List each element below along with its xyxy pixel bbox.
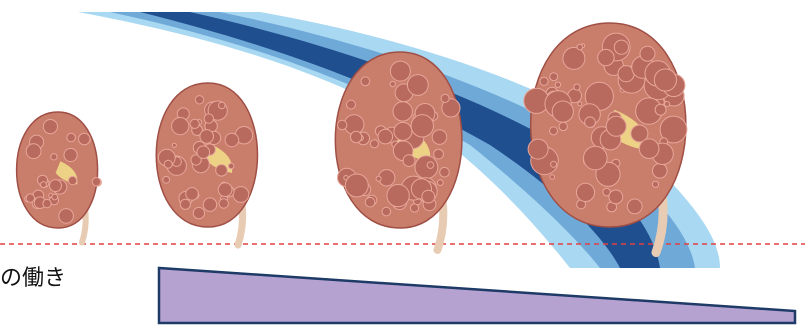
kidney-stage-4-cyst [555, 82, 560, 87]
kidney-stage-2-cyst [219, 102, 226, 109]
kidney-stage-2 [156, 83, 257, 245]
kidney-stage-3-cyst [345, 174, 368, 197]
kidney-stage-3-cyst [370, 140, 378, 148]
kidney-stage-1-cyst [92, 178, 100, 186]
kidney-stage-3-cyst [347, 100, 356, 109]
kidney-stage-1-cyst [64, 148, 77, 161]
kidney-stage-4-cyst [665, 102, 670, 107]
kidney-stage-4-cyst [577, 44, 583, 50]
kidney-stage-3-cyst [407, 75, 428, 96]
kidney-stage-3-cyst [361, 77, 370, 86]
kidney-stage-2-cyst [228, 163, 234, 169]
kidney-stage-4-cyst [550, 175, 555, 180]
kidney-stage-4-cyst [576, 183, 594, 201]
kidney-stage-4-cyst [585, 117, 596, 128]
kidney-stage-1-cyst [26, 194, 34, 202]
kidney-stage-3-cyst [432, 130, 447, 145]
kidney-stage-3-cyst [427, 162, 434, 169]
kidney-stage-3-cyst [411, 115, 433, 137]
kidney-stage-4-cyst [552, 101, 573, 122]
kidney-stage-3-cyst [365, 197, 375, 207]
kidney-stage-2-cyst [193, 207, 204, 218]
kidney-stage-4-cyst [598, 49, 614, 65]
kidney-stage-3-cyst [350, 131, 361, 142]
kidney-stage-3-cyst [415, 156, 438, 179]
kidney-stage-4-cyst [550, 73, 558, 81]
kidney-stage-3-cyst [338, 120, 347, 129]
kidney-stage-3-cyst [440, 167, 450, 177]
kidney-stage-2-cyst [216, 165, 228, 177]
kidney-stage-2-cyst [197, 146, 210, 159]
kidney-stage-3-cyst [387, 184, 409, 206]
kidney-stage-1-cyst [43, 199, 51, 207]
kidney-stage-4-cyst [550, 127, 558, 135]
kidney-stage-2-cyst [219, 199, 228, 208]
kidney-stage-3-cyst [410, 204, 418, 212]
kidney-stage-2-cyst [233, 187, 249, 203]
kidney-stage-3-cyst [378, 129, 393, 144]
kidney-stage-4-cyst [551, 161, 557, 167]
kidney-stage-2-cyst [164, 160, 172, 168]
kidney-stage-4-cyst [640, 46, 655, 61]
kidney-stage-4-cyst [609, 190, 623, 204]
kidney-stage-2-cyst [203, 198, 216, 211]
kidney-stage-1-cyst [67, 133, 76, 142]
kidney-stage-1-cyst [43, 120, 57, 134]
kidney-stage-1-cyst [26, 144, 41, 159]
kidney-stage-4-cyst [540, 77, 548, 85]
kidney-stage-2-cyst [172, 143, 176, 147]
kidney-stage-2-cyst [190, 119, 199, 128]
kidney-stage-1-cyst [50, 180, 62, 192]
kidney-stage-3-cyst [390, 61, 410, 81]
kidney-stage-3-cyst [394, 122, 412, 140]
kidney-stage-1 [17, 112, 102, 243]
kidney-stage-4-cyst [528, 139, 548, 159]
kidney-stage-2-cyst [195, 96, 203, 104]
kidney-stage-3-cyst [434, 149, 444, 159]
kidney-stage-2-cyst [163, 176, 170, 183]
function-label: の働き [0, 260, 66, 292]
kidney-stage-2-cyst [218, 183, 232, 197]
kidney-stage-4-cyst [614, 40, 628, 54]
kidney-stage-1-cyst [68, 176, 76, 184]
kidney-stage-4-cyst [639, 139, 659, 159]
kidney-stage-3-cyst [403, 155, 415, 167]
kidney-stage-3-cyst [441, 94, 449, 102]
kidney-stage-2-cyst [225, 133, 239, 147]
kidney-stage-3-cyst [437, 180, 443, 186]
kidney-stage-4-cyst [563, 47, 585, 69]
kidney-stage-1-cyst [51, 154, 57, 160]
kidney-stage-4-cyst [574, 84, 580, 90]
kidney-stage-3-cyst [390, 81, 395, 86]
kidney-stage-1-cyst [52, 194, 58, 200]
kidney-stage-4-cyst [652, 181, 658, 187]
kidney-stage-4-cyst [584, 146, 608, 170]
kidney-stage-2-cyst [200, 130, 214, 144]
kidney-stage-4-cyst [653, 164, 668, 179]
kidney-stage-3-cyst [422, 190, 435, 203]
kidney-stage-3-cyst [376, 176, 381, 181]
kidney-stage-4-cyst [559, 122, 567, 130]
kidney-stage-1-cyst [41, 182, 47, 188]
kidney-stage-3-cyst [393, 102, 412, 121]
decline-trapezoid [159, 268, 795, 323]
kidney-stage-3-cyst [382, 207, 391, 216]
kidney-stage-4-cyst [655, 104, 666, 115]
kidney-stage-4-cyst [627, 199, 642, 214]
kidney-stage-4-cyst [578, 102, 582, 106]
kidney-stage-1-cyst [59, 209, 74, 224]
kidney-stage-4-cyst [606, 116, 626, 136]
kidney-stage-2-cyst [180, 199, 190, 209]
kidney-stage-2-cyst [172, 118, 189, 135]
kidney-stage-2-cyst [204, 114, 213, 123]
kidney-stage-4-cyst [654, 69, 676, 91]
kidney-stage-3 [335, 52, 462, 250]
kidney-stage-1-cyst [79, 133, 91, 145]
kidney-stage-2-cyst [186, 188, 199, 201]
